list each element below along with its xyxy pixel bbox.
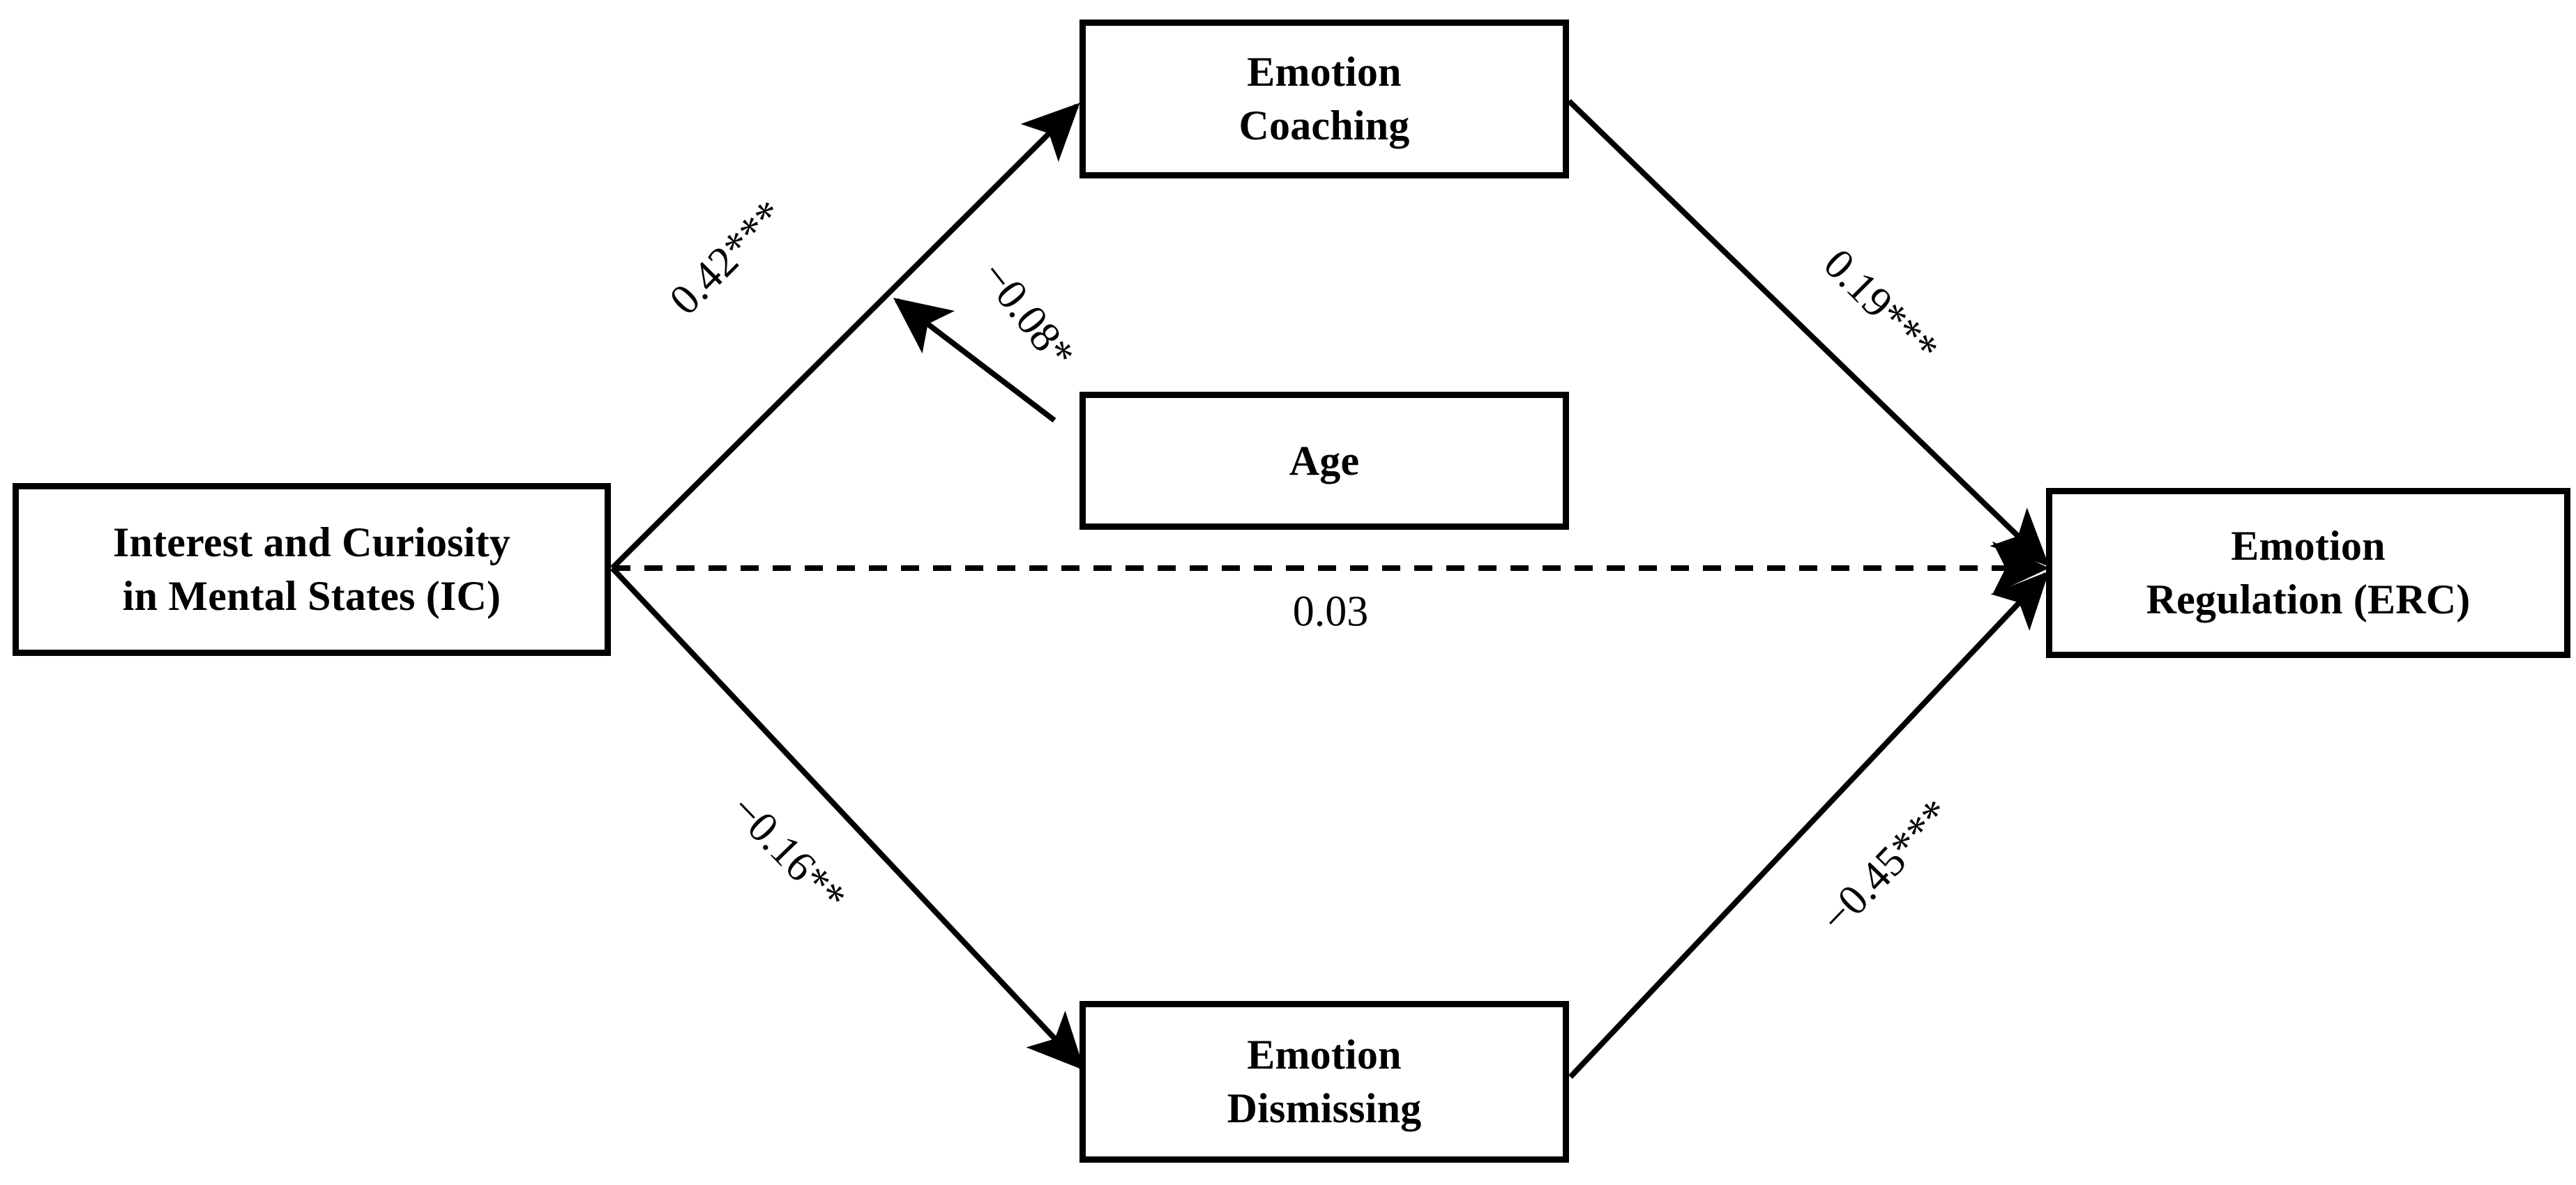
node-label-age: Age: [1289, 437, 1360, 484]
path-label-ic-to-erc-direct: 0.03: [1292, 588, 1369, 636]
edge-age-to-coaching: [893, 298, 1056, 423]
node-label-emotion-dismissing: Emotion Dismissing: [1227, 1032, 1422, 1131]
node-label-emotion-coaching: Emotion Coaching: [1238, 49, 1410, 148]
node-interest-curiosity[interactable]: Interest and Curiosity in Mental States …: [13, 483, 611, 656]
node-emotion-coaching[interactable]: Emotion Coaching: [1079, 20, 1569, 178]
node-label-emotion-regulation: Emotion Regulation (ERC): [2146, 523, 2471, 622]
edge-coaching-to-erc: [1567, 99, 2050, 567]
node-label-interest-curiosity: Interest and Curiosity in Mental States …: [113, 519, 510, 619]
node-age[interactable]: Age: [1079, 392, 1569, 530]
node-emotion-dismissing[interactable]: Emotion Dismissing: [1079, 1001, 1569, 1163]
edge-ic-to-dismissing: [610, 566, 1085, 1071]
edge-dismissing-to-erc: [1568, 571, 2050, 1079]
edge-ic-to-coaching: [610, 102, 1080, 570]
node-emotion-regulation[interactable]: Emotion Regulation (ERC): [2046, 488, 2570, 658]
